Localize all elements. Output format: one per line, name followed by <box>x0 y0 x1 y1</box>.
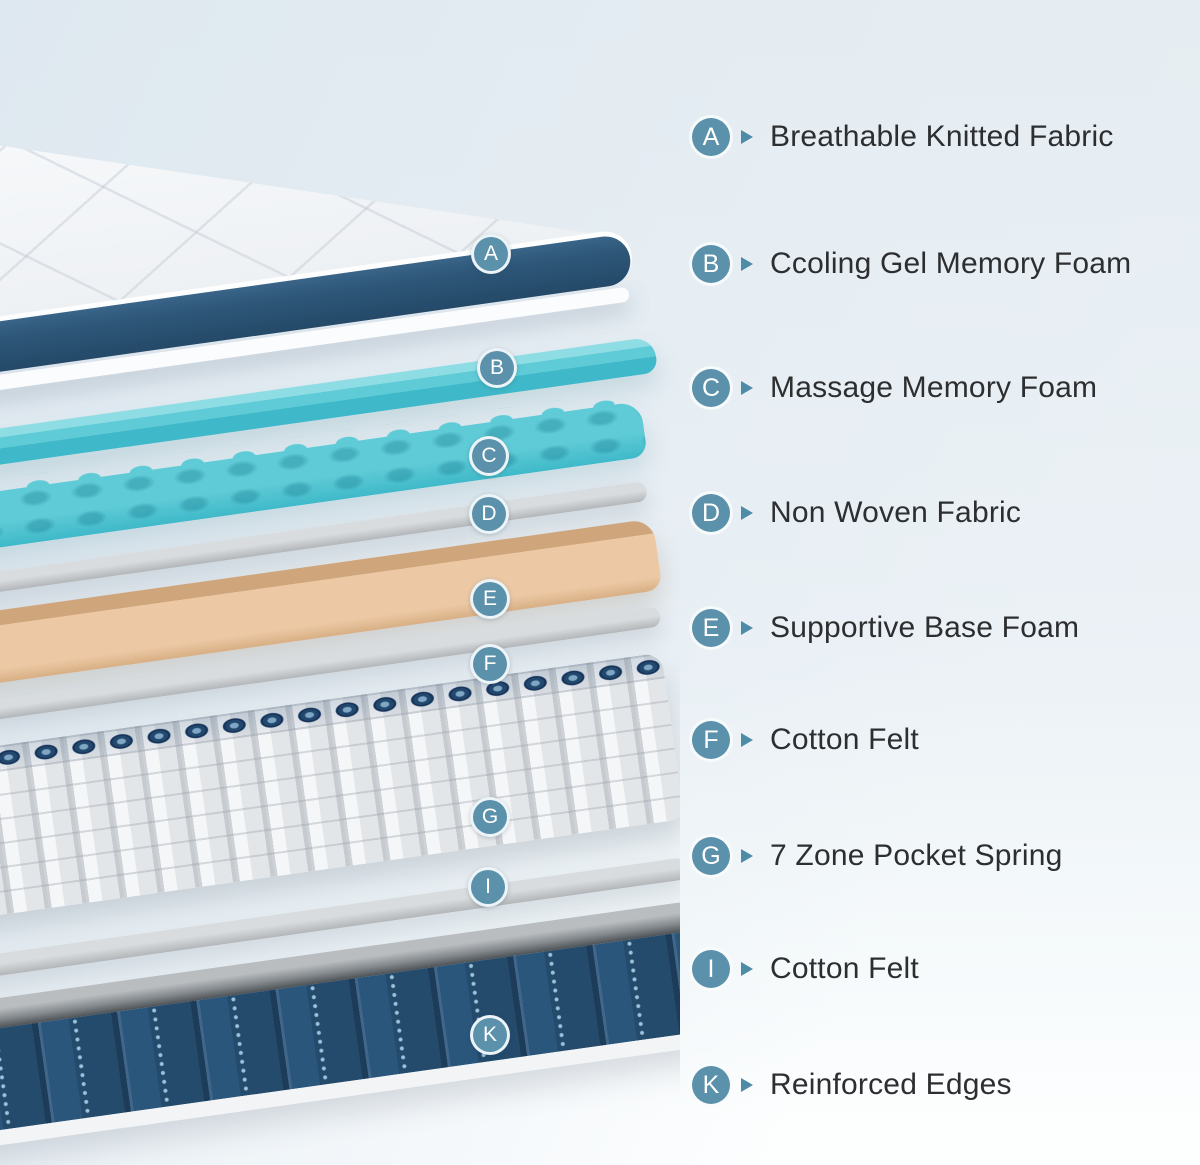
legend-label: Cotton Felt <box>770 723 919 756</box>
legend-item-g: G 7 Zone Pocket Spring <box>692 836 1063 876</box>
diagram-badge-letter: E <box>482 587 497 610</box>
arrow-right-icon <box>741 621 753 635</box>
arrow-right-icon <box>741 130 753 144</box>
arrow-right-icon <box>741 506 753 520</box>
arrow-right-icon <box>741 381 753 395</box>
legend-item-c: C Massage Memory Foam <box>692 368 1097 408</box>
legend-badge: A <box>692 118 730 156</box>
legend-badge: D <box>692 494 730 532</box>
arrow-right-icon <box>741 1078 753 1092</box>
legend-badge-letter: E <box>702 614 720 642</box>
diagram-badge-letter: B <box>489 356 504 379</box>
legend-item-b: B Ccoling Gel Memory Foam <box>692 244 1131 284</box>
legend-badge-letter: F <box>703 726 719 754</box>
legend-label: 7 Zone Pocket Spring <box>770 839 1063 872</box>
legend-badge-letter: K <box>702 1071 720 1099</box>
diagram-badge-i-cotton-felt-lower: I <box>468 867 508 907</box>
legend-badge: K <box>692 1066 730 1104</box>
diagram-badge-letter: I <box>485 875 491 898</box>
mattress-cutaway-illustration: A B C D E F G I K <box>0 0 680 1165</box>
legend-item-f: F Cotton Felt <box>692 720 919 760</box>
diagram-badge-b-cooling-gel-memory-foam: B <box>477 348 517 388</box>
legend-badge-letter: C <box>701 374 721 402</box>
legend-label: Cotton Felt <box>770 952 919 985</box>
legend-label: Ccoling Gel Memory Foam <box>770 247 1132 280</box>
legend-badge: I <box>692 950 730 988</box>
legend-item-a: A Breathable Knitted Fabric <box>692 117 1114 157</box>
legend-label: Reinforced Edges <box>770 1068 1012 1101</box>
arrow-right-icon <box>741 849 753 863</box>
diagram-badge-g-pocket-spring: G <box>470 797 510 837</box>
arrow-right-icon <box>741 257 753 271</box>
diagram-badge-e-supportive-base-foam: E <box>470 579 510 619</box>
legend-badge-letter: A <box>702 123 720 151</box>
legend-item-k: K Reinforced Edges <box>692 1065 1012 1105</box>
diagram-badge-letter: K <box>482 1023 497 1046</box>
legend-label: Breathable Knitted Fabric <box>770 120 1114 153</box>
legend-badge-letter: D <box>701 499 721 527</box>
legend-item-i: I Cotton Felt <box>692 949 919 989</box>
legend-label: Supportive Base Foam <box>770 611 1080 644</box>
legend-badge-letter: B <box>702 250 720 278</box>
diagram-badge-letter: A <box>483 242 498 265</box>
diagram-badge-f-cotton-felt-upper: F <box>470 644 510 684</box>
legend-badge: E <box>692 609 730 647</box>
diagram-badge-letter: G <box>481 805 499 828</box>
diagram-badge-c-massage-memory-foam: C <box>469 436 509 476</box>
legend-badge-letter: I <box>707 955 715 983</box>
legend-badge-letter: G <box>701 842 721 870</box>
mattress-layer-stack <box>0 0 680 1165</box>
arrow-right-icon <box>741 733 753 747</box>
legend-label: Massage Memory Foam <box>770 371 1098 404</box>
diagram-badge-d-non-woven-fabric: D <box>469 494 509 534</box>
arrow-right-icon <box>741 962 753 976</box>
diagram-badge-k-reinforced-edges: K <box>470 1015 510 1055</box>
legend-label: Non Woven Fabric <box>770 496 1022 529</box>
legend-badge: F <box>692 721 730 759</box>
diagram-badge-letter: F <box>483 652 497 675</box>
legend-item-e: E Supportive Base Foam <box>692 608 1079 648</box>
legend-badge: C <box>692 369 730 407</box>
legend-badge: G <box>692 837 730 875</box>
legend-badge: B <box>692 245 730 283</box>
diagram-badge-letter: C <box>481 444 497 467</box>
diagram-badge-letter: D <box>481 502 497 525</box>
legend-item-d: D Non Woven Fabric <box>692 493 1021 533</box>
diagram-badge-a-breathable-knitted-fabric: A <box>471 234 511 274</box>
